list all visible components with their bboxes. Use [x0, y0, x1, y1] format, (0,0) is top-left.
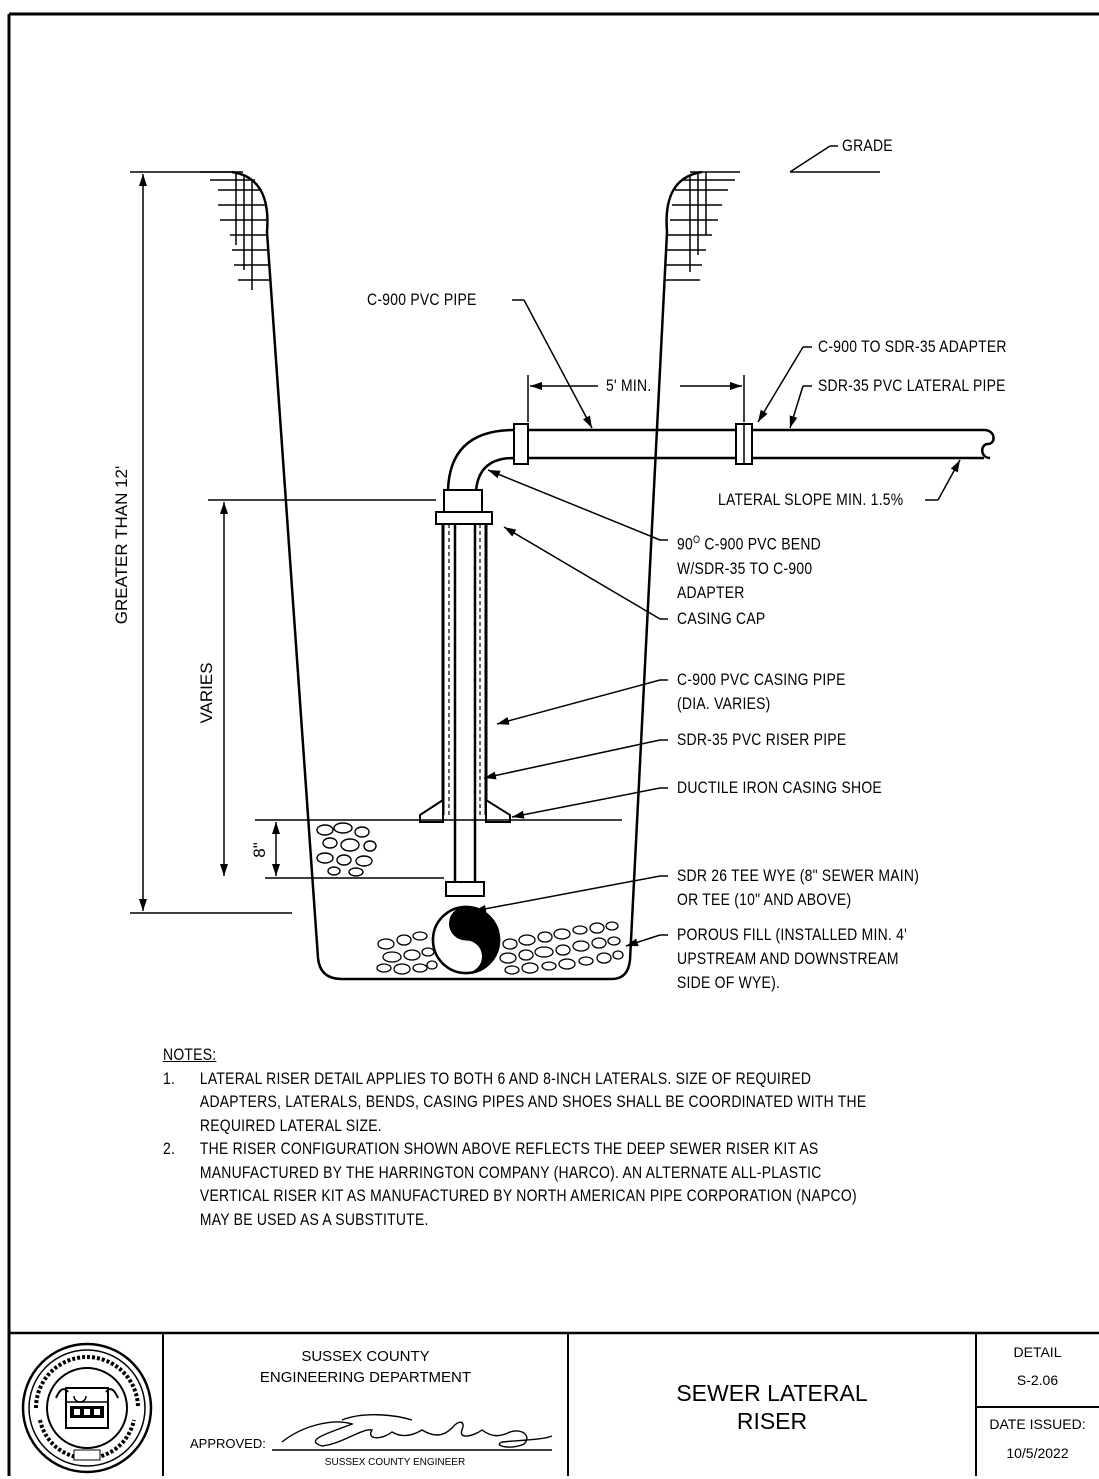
grade-leader — [789, 145, 880, 173]
porous-fill-line3: SIDE OF WYE). — [677, 973, 781, 992]
detail-label: DETAIL — [1013, 1344, 1062, 1360]
porous-fill-line1: POROUS FILL (INSTALLED MIN. 4' — [677, 925, 908, 944]
county-seal — [16, 1338, 156, 1474]
note-2: 2. THE RISER CONFIGURATION SHOWN ABOVE RE… — [163, 1137, 866, 1231]
note-2-line-3: VERTICAL RISER KIT AS MANUFACTURED BY NO… — [199, 1186, 857, 1205]
label-lateral-slope: LATERAL SLOPE MIN. 1.5% — [718, 490, 904, 509]
label-leaders — [473, 299, 961, 947]
label-casing-shoe: DUCTILE IRON CASING SHOE — [677, 778, 882, 797]
label-adapter: C-900 TO SDR-35 ADAPTER — [818, 337, 1007, 356]
casing-pipe-line2: (DIA. VARIES) — [677, 694, 771, 713]
note-2-number: 2. — [163, 1139, 176, 1158]
notes-block: NOTES: 1. LATERAL RISER DETAIL APPLIES TO… — [163, 1043, 866, 1231]
note-1-line-3: REQUIRED LATERAL SIZE. — [199, 1115, 382, 1135]
note-1-line-1: LATERAL RISER DETAIL APPLIES TO BOTH 6 A… — [199, 1068, 812, 1088]
label-8-inch: 8" — [250, 842, 269, 858]
right-grade-hatch — [665, 171, 740, 281]
signer-title: SUSSEX COUNTY ENGINEER — [324, 1457, 466, 1468]
detail-number: S-2.06 — [1016, 1372, 1059, 1388]
bend-label-line1: C-900 PVC BEND — [704, 534, 821, 554]
tee-wye-line2: OR TEE (10" AND ABOVE) — [677, 890, 852, 909]
dimension-greater-than-12 — [130, 171, 292, 914]
dimension-5-min — [527, 375, 745, 422]
sewer-main — [431, 905, 501, 975]
bend-label-line3: ADAPTER — [677, 582, 745, 602]
pvc-bend — [446, 428, 515, 493]
tee-wye-line1: SDR 26 TEE WYE (8" SEWER MAIN) — [677, 866, 920, 885]
riser-assembly — [419, 489, 511, 897]
left-grade-hatch — [200, 171, 270, 290]
drawing-title: SEWER LATERAL RISER — [568, 1379, 976, 1435]
ground-line — [265, 819, 622, 879]
label-casing-pipe: C-900 PVC CASING PIPE (DIA. VARIES) — [677, 668, 846, 716]
label-riser-pipe: SDR-35 PVC RISER PIPE — [677, 730, 847, 749]
note-1: 1. LATERAL RISER DETAIL APPLIES TO BOTH 6… — [163, 1067, 866, 1138]
bend-label-line2: W/SDR-35 TO C-900 — [677, 558, 813, 578]
drawing-title-line-2: RISER — [736, 1408, 808, 1434]
sheet-border — [7, 12, 1099, 1476]
casing-pipe-line1: C-900 PVC CASING PIPE — [677, 670, 846, 689]
label-5-min: 5' MIN. — [606, 376, 652, 395]
label-varies: VARIES — [197, 662, 216, 724]
note-1-number: 1. — [163, 1068, 176, 1088]
date-issued-value: 10/5/2022 — [1006, 1445, 1069, 1461]
note-2-line-1: THE RISER CONFIGURATION SHOWN ABOVE REFL… — [199, 1139, 819, 1158]
drawing-title-line-1: SEWER LATERAL — [676, 1380, 868, 1406]
label-tee-wye: SDR 26 TEE WYE (8" SEWER MAIN) OR TEE (10… — [677, 864, 919, 912]
note-2-line-2: MANUFACTURED BY THE HARRINGTON COMPANY (… — [199, 1162, 822, 1182]
dimension-8-inch — [255, 819, 315, 876]
notes-heading: NOTES: — [163, 1045, 217, 1064]
bend-degree-value: 90 — [677, 534, 694, 554]
label-c900-pvc-pipe: C-900 PVC PIPE — [367, 290, 477, 309]
label-grade: GRADE — [842, 136, 893, 155]
note-1-line-2: ADAPTERS, LATERALS, BENDS, CASING PIPES … — [199, 1092, 867, 1111]
org-name: SUSSEX COUNTY ENGINEERING DEPARTMENT — [163, 1346, 568, 1388]
note-2-line-4: MAY BE USED AS A SUBSTITUTE. — [199, 1209, 429, 1229]
org-line-1: SUSSEX COUNTY — [301, 1348, 430, 1365]
label-sdr35-lateral: SDR-35 PVC LATERAL PIPE — [818, 376, 1006, 395]
seal-graphic — [21, 1342, 153, 1474]
porous-fill-line2: UPSTREAM AND DOWNSTREAM — [677, 949, 899, 968]
label-casing-cap: CASING CAP — [677, 609, 766, 628]
porous-fill — [376, 921, 624, 975]
date-issued-label: DATE ISSUED: — [989, 1416, 1086, 1432]
org-line-2: ENGINEERING DEPARTMENT — [259, 1369, 472, 1386]
bend-degree-sign: O — [693, 534, 701, 546]
signature — [272, 1414, 553, 1451]
dimension-varies — [208, 499, 436, 876]
label-porous-fill: POROUS FILL (INSTALLED MIN. 4' UPSTREAM A… — [677, 923, 907, 995]
gravel-band — [316, 822, 377, 877]
approved-label: APPROVED: — [190, 1436, 266, 1451]
label-greater-than-12: GREATER THAN 12' — [112, 465, 131, 625]
trench-outline — [231, 170, 703, 981]
lateral-pipe — [513, 423, 995, 465]
